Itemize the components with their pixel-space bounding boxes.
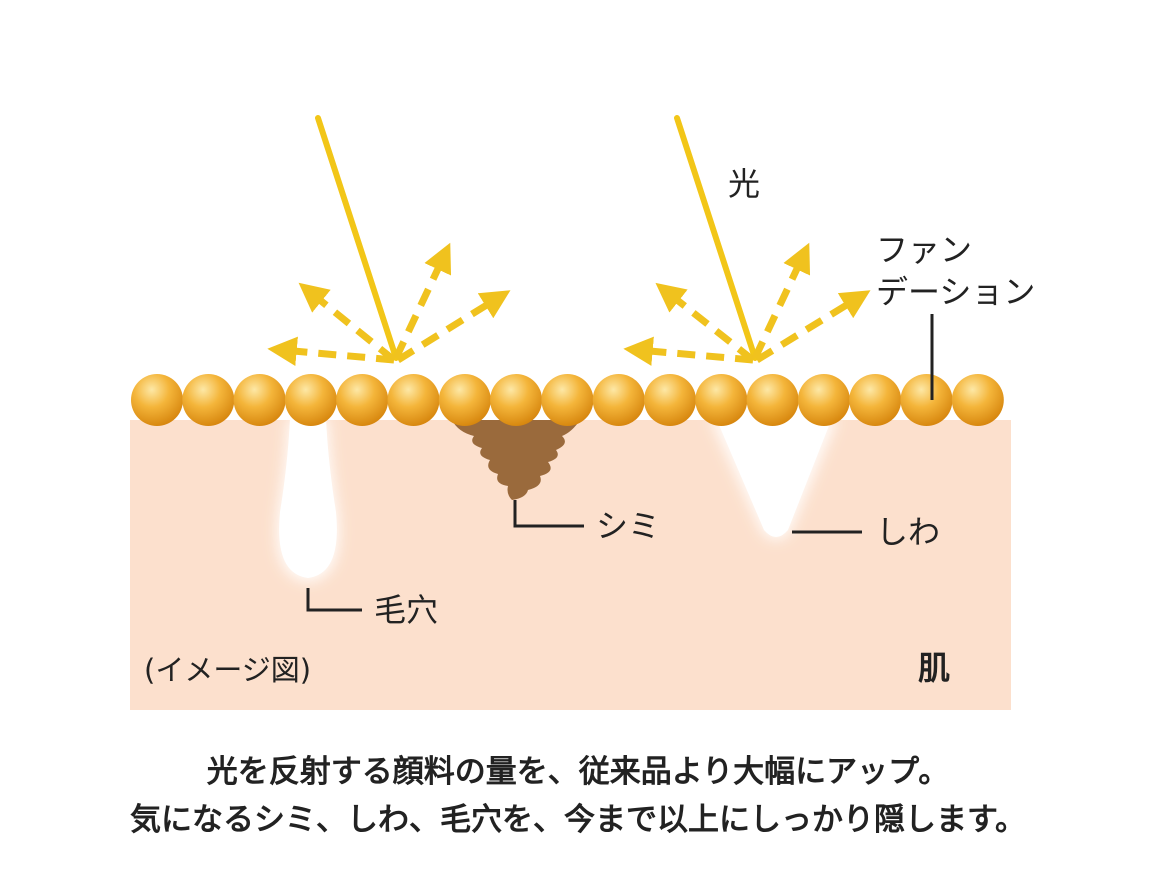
foundation-bead [541, 374, 594, 426]
leader-pore [306, 588, 362, 612]
caption-line2: 気になるシミ、しわ、毛穴を、今まで以上にしっかり隠します。 [130, 802, 1026, 838]
foundation-bead [849, 374, 902, 426]
foundation-bead [284, 374, 337, 426]
spot [452, 420, 580, 500]
pore [276, 418, 340, 582]
reflection-arrows-right [623, 242, 871, 366]
foundation-bead [131, 374, 183, 426]
label-wrinkle: しわ [876, 513, 941, 551]
label-foundation-line2: デーション [876, 273, 1036, 311]
reflection-arrows-left [267, 242, 511, 366]
caption-line1: 光を反射する顔料の量を、従来品より大幅にアップ。 [206, 754, 950, 790]
foundation-bead [438, 374, 491, 426]
light-ray-right [674, 115, 758, 361]
wrinkle [710, 418, 838, 540]
leader-lines [306, 314, 934, 612]
foundation-bead [746, 374, 799, 426]
foundation-bead [387, 374, 440, 426]
foundation-bead [644, 374, 696, 426]
foundation-bead [182, 374, 235, 426]
label-skin: 肌 [918, 649, 951, 687]
foundation-bead [951, 374, 1004, 426]
label-pore: 毛穴 [374, 591, 439, 629]
foundation-bead [797, 374, 850, 426]
foundation-bead [592, 374, 645, 426]
skin-layer [130, 420, 1011, 710]
foundation-bead [900, 374, 953, 426]
foundation-bead [233, 374, 286, 426]
label-light: 光 [728, 165, 761, 203]
light-ray-left [315, 115, 399, 361]
leader-spot [513, 500, 584, 528]
foundation-beads [131, 374, 1004, 426]
label-foundation-line1: ファン [876, 231, 973, 269]
foundation-bead [490, 374, 543, 426]
foundation-bead [336, 374, 389, 426]
label-image-note: (イメージ図) [144, 653, 312, 687]
label-spot: シミ [596, 507, 661, 545]
foundation-bead [695, 374, 748, 426]
